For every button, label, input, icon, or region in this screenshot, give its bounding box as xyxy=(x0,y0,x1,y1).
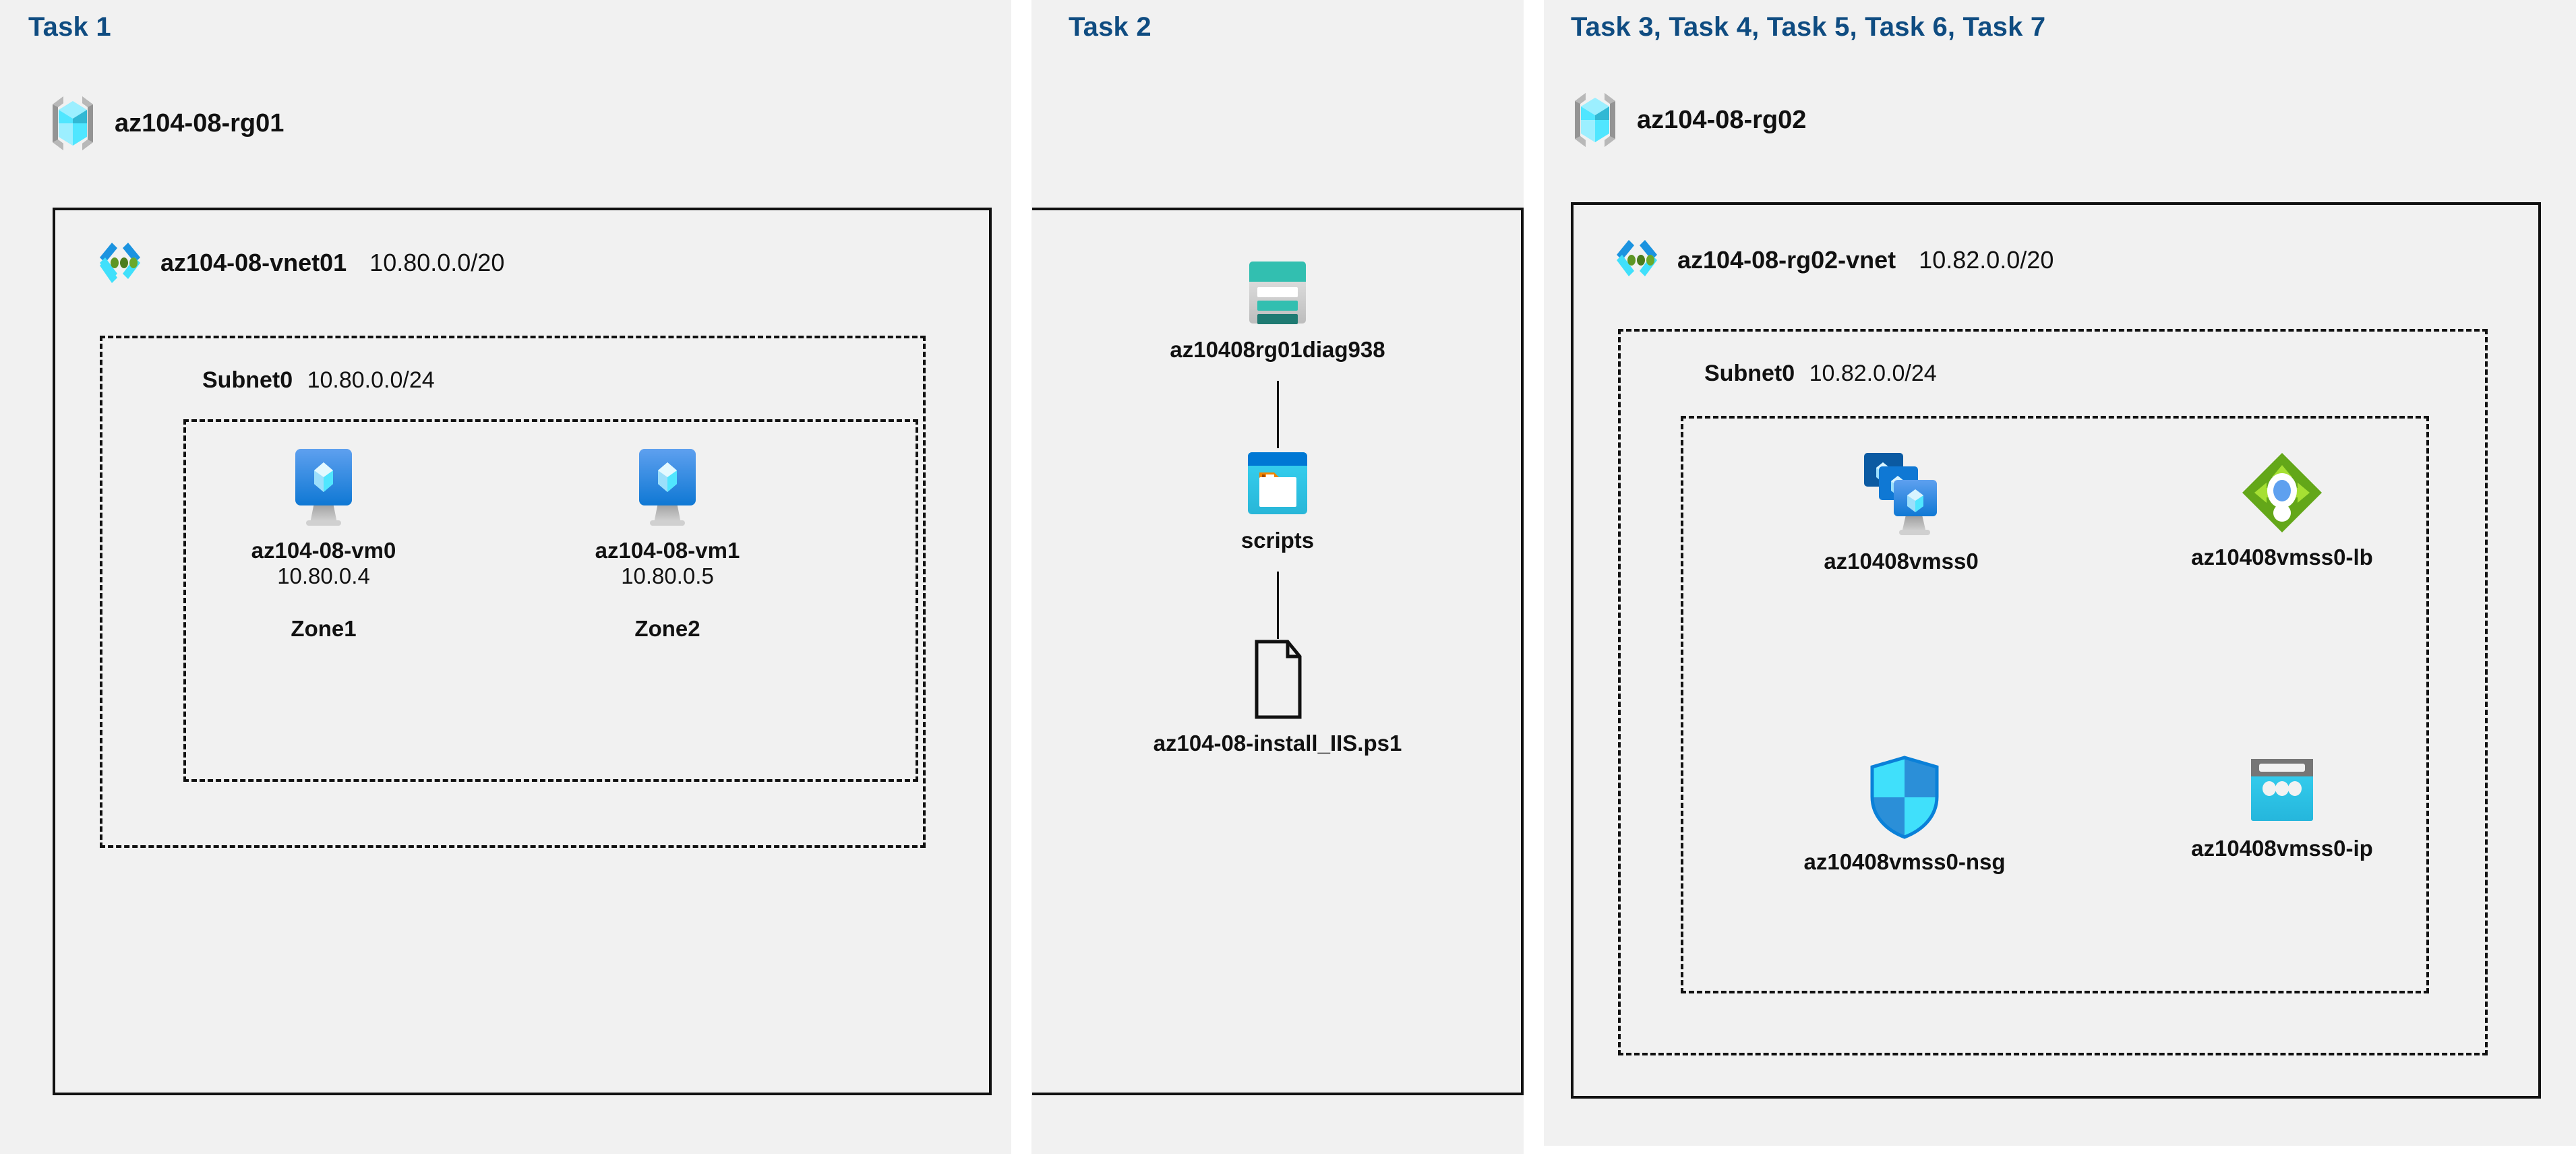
task3-group-label: Task 3, Task 4, Task 5, Task 6, Task 7 xyxy=(1571,12,2046,42)
virtual-machine-icon xyxy=(284,445,363,528)
zone-group-boundary xyxy=(183,419,918,782)
resource-group-icon xyxy=(49,94,97,152)
vnet02-name: az104-08-rg02-vnet xyxy=(1677,246,1896,274)
vnet01-cidr: 10.80.0.0/20 xyxy=(369,249,505,276)
vnet02-boundary xyxy=(1571,202,2541,1099)
node-script-file[interactable]: az104-08-install_IIS.ps1 xyxy=(1069,639,1487,756)
node-blob-container[interactable]: scripts xyxy=(1106,448,1449,553)
resource-group-rg01: az104-08-rg01 xyxy=(49,94,284,152)
vm-scale-set-icon xyxy=(1857,450,1945,539)
resource-group-rg02: az104-08-rg02 xyxy=(1571,91,1806,149)
node-nsg[interactable]: az10408vmss0-nsg xyxy=(1739,755,2070,875)
vnet01-boundary xyxy=(53,208,992,1095)
panel-task1 xyxy=(0,0,1011,1154)
panel-task3 xyxy=(1544,0,2576,1146)
vnet01-name: az104-08-vnet01 xyxy=(160,249,347,276)
vm0-name: az104-08-vm0 xyxy=(251,538,396,563)
task2-boundary xyxy=(1032,208,1524,1095)
vnet02-cidr: 10.82.0.0/20 xyxy=(1919,246,2054,274)
public-ip-address-icon xyxy=(2246,755,2318,826)
vnet01-header: az104-08-vnet01 10.80.0.0/20 xyxy=(94,237,504,288)
vm1-ip: 10.80.0.5 xyxy=(621,563,714,588)
storage-account-icon xyxy=(1242,257,1313,328)
node-vm0[interactable]: az104-08-vm0 10.80.0.4 Zone1 xyxy=(209,445,438,642)
task1-label: Task 1 xyxy=(28,12,111,42)
vm1-name: az104-08-vm1 xyxy=(595,538,740,563)
resource-group-name: az104-08-rg02 xyxy=(1637,105,1807,134)
vnet02-header: az104-08-rg02-vnet 10.82.0.0/20 xyxy=(1611,235,2054,286)
connector-container-to-file xyxy=(1277,572,1279,639)
task2-label: Task 2 xyxy=(1069,12,1151,42)
subnet0-right-boundary xyxy=(1618,329,2488,1055)
resource-group-icon xyxy=(1571,91,1619,149)
load-balancer-icon xyxy=(2240,450,2325,535)
script-file-name: az104-08-install_IIS.ps1 xyxy=(1153,731,1402,756)
subnet-resources-boundary xyxy=(1681,416,2429,993)
subnet0-left-boundary xyxy=(100,336,926,848)
virtual-network-icon xyxy=(94,237,146,288)
subnet0-right-title: Subnet0 10.82.0.0/24 xyxy=(1704,361,1937,387)
node-vm1[interactable]: az104-08-vm1 10.80.0.5 Zone2 xyxy=(553,445,782,642)
node-vmss[interactable]: az10408vmss0 xyxy=(1760,450,2043,574)
subnet0-left-title: Subnet0 10.80.0.0/24 xyxy=(202,367,435,394)
connector-storage-to-container xyxy=(1277,381,1279,448)
network-security-group-icon xyxy=(1867,755,1942,840)
subnet0-right-cidr: 10.82.0.0/24 xyxy=(1809,361,1937,386)
blob-container-name: scripts xyxy=(1240,528,1315,553)
node-storage-account[interactable]: az10408rg01diag938 xyxy=(1106,257,1449,363)
public-ip-name: az10408vmss0-ip xyxy=(2191,836,2373,861)
vm0-ip: 10.80.0.4 xyxy=(277,563,370,588)
virtual-machine-icon xyxy=(628,445,707,528)
node-load-balancer[interactable]: az10408vmss0-lb xyxy=(2124,450,2440,570)
subnet0-left-cidr: 10.80.0.0/24 xyxy=(307,367,435,393)
subnet0-right-name: Subnet0 xyxy=(1704,361,1795,386)
load-balancer-name: az10408vmss0-lb xyxy=(2191,545,2373,570)
vm0-zone: Zone1 xyxy=(291,616,357,641)
nsg-name: az10408vmss0-nsg xyxy=(1803,849,2006,874)
vmss-name: az10408vmss0 xyxy=(1824,549,1979,574)
vm1-zone: Zone2 xyxy=(634,616,700,641)
file-icon xyxy=(1247,639,1308,721)
storage-account-name: az10408rg01diag938 xyxy=(1170,337,1385,362)
resource-group-name: az104-08-rg01 xyxy=(115,109,284,137)
subnet0-left-name: Subnet0 xyxy=(202,367,293,393)
blob-container-icon xyxy=(1242,448,1313,518)
node-public-ip[interactable]: az10408vmss0-ip xyxy=(2130,755,2434,861)
virtual-network-icon xyxy=(1611,235,1663,286)
